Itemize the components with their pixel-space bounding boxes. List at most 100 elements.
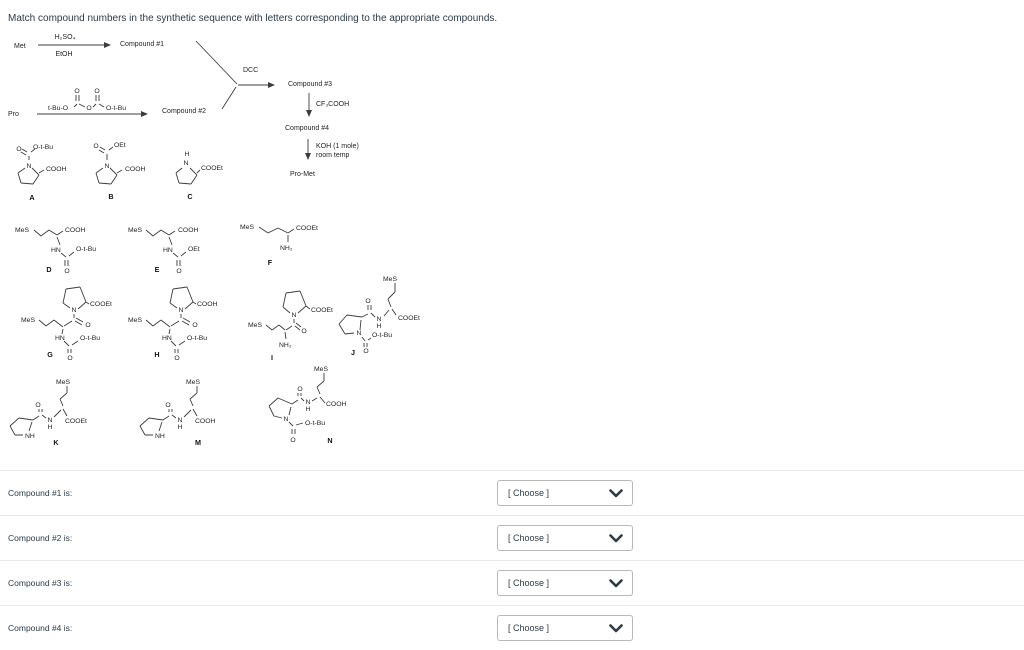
j-h1-label: H bbox=[377, 323, 382, 330]
question-label-4: Compound #4 is: bbox=[8, 623, 73, 633]
i-n-label: N bbox=[292, 312, 297, 319]
choose-dropdown-2[interactable]: [ Choose ] bbox=[497, 525, 633, 551]
e-letter: E bbox=[155, 265, 160, 274]
j-cooet-label: COOEt bbox=[398, 315, 420, 322]
i-o1-label: O bbox=[301, 328, 306, 335]
chevron-down-icon bbox=[609, 578, 623, 588]
g-o1-label: O bbox=[85, 322, 90, 329]
m-letter: M bbox=[195, 438, 201, 447]
boc-otbu-label: O-t-Bu bbox=[106, 105, 126, 112]
compound-4-label: Compound #4 bbox=[285, 125, 329, 132]
g-n-label: N bbox=[72, 307, 77, 314]
question-label-3: Compound #3 is: bbox=[8, 578, 73, 588]
reactant-pro: Pro bbox=[8, 111, 19, 118]
m-n-label: N bbox=[178, 417, 183, 424]
choose-dropdown-1[interactable]: [ Choose ] bbox=[497, 480, 633, 506]
reagent-room-temp: room temp bbox=[316, 152, 350, 159]
structure-n: MeS O N H COOH N O-t-Bu O N bbox=[268, 366, 346, 445]
choose-dropdown-3[interactable]: [ Choose ] bbox=[497, 570, 633, 596]
quiz-page: { "title": "Match compound numbers in th… bbox=[0, 13, 1024, 641]
k-cooet-label: COOEt bbox=[65, 418, 87, 425]
structure-b: O OEt N COOH B bbox=[93, 142, 145, 201]
m-cooh-label: COOH bbox=[195, 418, 215, 425]
a-otbu-label: O-t-Bu bbox=[33, 144, 53, 151]
choose-dropdown-1-value: [ Choose ] bbox=[508, 488, 550, 498]
structure-i: N COOEt MeS O NH₂ I bbox=[248, 290, 333, 362]
e-cooh-label: COOH bbox=[178, 227, 198, 234]
g-letter: G bbox=[47, 350, 53, 359]
choose-dropdown-3-value: [ Choose ] bbox=[508, 578, 550, 588]
d-letter: D bbox=[46, 265, 51, 274]
b-cooh-label: COOH bbox=[125, 166, 145, 173]
d-otbu-label: O-t-Bu bbox=[76, 246, 96, 253]
g-otbu-label: O-t-Bu bbox=[80, 335, 100, 342]
question-row-3: Compound #3 is: [ Choose ] bbox=[0, 560, 1024, 605]
k-letter: K bbox=[53, 438, 59, 447]
j-n2-label: N bbox=[357, 330, 362, 337]
structure-j: MeS O N H COOEt N O-t-Bu O J bbox=[338, 276, 420, 357]
question-row-4: Compound #4 is: [ Choose ] bbox=[0, 605, 1024, 650]
boc-tbuo-label: t-Bu-O bbox=[48, 105, 68, 112]
h-cooh-label: COOH bbox=[197, 301, 217, 308]
h-letter: H bbox=[154, 350, 159, 359]
structure-a: O O-t-Bu N COOH A bbox=[16, 144, 66, 202]
choose-dropdown-4[interactable]: [ Choose ] bbox=[497, 615, 633, 641]
n-o2-label: O bbox=[290, 437, 295, 444]
boc-o1-label: O bbox=[74, 88, 79, 95]
reagent-etoh: EtOH bbox=[55, 51, 72, 58]
f-nh2-label: NH₂ bbox=[280, 245, 293, 252]
compound-3-label: Compound #3 bbox=[288, 81, 332, 88]
b-n-label: N bbox=[105, 163, 110, 170]
compound-2-label: Compound #2 bbox=[162, 108, 206, 115]
n-n2-label: N bbox=[284, 416, 289, 423]
reagent-koh: KOH (1 mole) bbox=[316, 143, 359, 150]
k-mes-label: MeS bbox=[56, 379, 70, 386]
i-mes-label: MeS bbox=[248, 322, 262, 329]
structure-k: MeS O N H COOEt NH K bbox=[9, 379, 87, 447]
structure-c: H N COOEt C bbox=[175, 151, 223, 201]
structure-g: N COOEt MeS O HN O-t-Bu O G bbox=[21, 286, 112, 362]
e-o-label: O bbox=[176, 268, 181, 275]
m-nh-label: NH bbox=[155, 433, 165, 440]
f-mes-label: MeS bbox=[240, 224, 254, 231]
j-letter: J bbox=[351, 348, 355, 357]
boc-o2-label: O bbox=[94, 88, 99, 95]
h-otbu-label: O-t-Bu bbox=[187, 335, 207, 342]
a-letter: A bbox=[29, 193, 34, 202]
n-n1-label: N bbox=[306, 399, 311, 406]
j-otbu-label: O-t-Bu bbox=[372, 332, 392, 339]
structure-f: MeS COOEt NH₂ F bbox=[240, 224, 318, 267]
choose-dropdown-2-value: [ Choose ] bbox=[508, 533, 550, 543]
h-mes-label: MeS bbox=[128, 317, 142, 324]
h-o1-label: O bbox=[192, 322, 197, 329]
compound-1-label: Compound #1 bbox=[120, 41, 164, 48]
question-row-2: Compound #2 is: [ Choose ] bbox=[0, 515, 1024, 560]
product-pro-met: Pro-Met bbox=[290, 171, 315, 178]
f-letter: F bbox=[268, 258, 273, 267]
structure-h: N COOH MeS O HN O-t-Bu O H bbox=[128, 286, 217, 362]
structure-e: MeS COOH HN OEt O E bbox=[128, 227, 200, 275]
j-n1-label: N bbox=[377, 316, 382, 323]
chevron-down-icon bbox=[609, 623, 623, 633]
d-cooh-label: COOH bbox=[65, 227, 85, 234]
j-o1-label: O bbox=[365, 298, 370, 305]
c-h-label: H bbox=[185, 151, 190, 158]
question-section: Compound #1 is: [ Choose ] Compound #2 i… bbox=[0, 470, 1024, 650]
n-cooh-label: COOH bbox=[326, 401, 346, 408]
n-mes-label: MeS bbox=[314, 366, 328, 373]
page-title: Match compound numbers in the synthetic … bbox=[8, 13, 498, 24]
b-letter: B bbox=[108, 192, 113, 201]
a-o-label: O bbox=[16, 146, 21, 153]
k-nh-label: NH bbox=[25, 433, 35, 440]
i-nh2-label: NH₂ bbox=[279, 342, 292, 349]
reagent-h2so4: H₂SO₄ bbox=[55, 34, 76, 41]
question-row-1: Compound #1 is: [ Choose ] bbox=[0, 470, 1024, 515]
d-mes-label: MeS bbox=[15, 227, 29, 234]
f-cooet-label: COOEt bbox=[296, 225, 318, 232]
m-o-label: O bbox=[165, 402, 170, 409]
structure-m: MeS O N H COOH NH M bbox=[139, 379, 215, 447]
choose-dropdown-4-value: [ Choose ] bbox=[508, 623, 550, 633]
j-o2-label: O bbox=[363, 348, 368, 355]
c-cooet-label: COOEt bbox=[201, 165, 223, 172]
question-label-2: Compound #2 is: bbox=[8, 533, 73, 543]
